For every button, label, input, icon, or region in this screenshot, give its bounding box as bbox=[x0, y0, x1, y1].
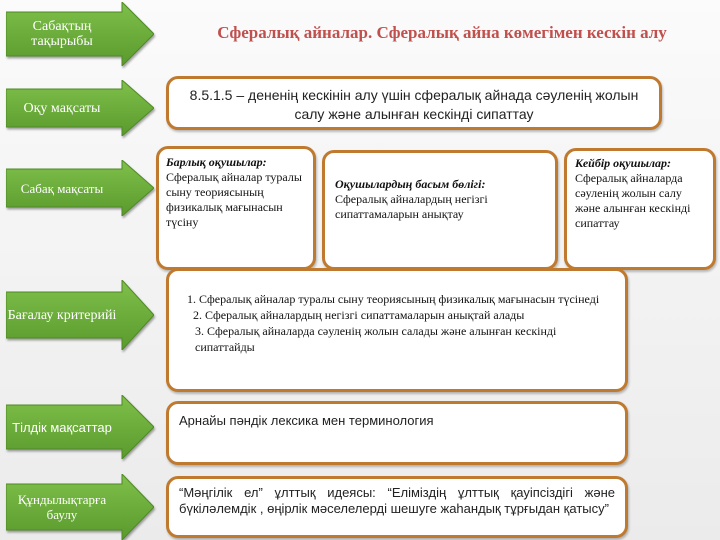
arrow-shape-icon bbox=[6, 474, 154, 540]
arrow-shape-icon bbox=[6, 395, 154, 459]
learning-goal-text: 8.5.1.5 – дененің кескінін алу үшін сфер… bbox=[189, 87, 639, 122]
criteria-arrow: Бағалау критерийі bbox=[6, 280, 154, 350]
learning-goal-arrow: Оқу мақсаты bbox=[6, 80, 154, 136]
lesson-goal-arrow: Сабақ мақсаты bbox=[6, 160, 154, 216]
topic-arrow: Сабақтың тақырыбы bbox=[6, 2, 154, 66]
values-label: Құндылықтарға баулу bbox=[17, 492, 107, 522]
arrow-shape-icon bbox=[6, 2, 154, 66]
arrow-shape-icon bbox=[6, 80, 154, 136]
goal-all-box: Барлық оқушылар: Сфералық айналар туралы… bbox=[156, 146, 316, 270]
language-goals-box: Арнайы пәндік лексика мен терминология bbox=[166, 401, 628, 465]
language-goals-label: Тілдік мақсаттар bbox=[12, 419, 112, 435]
page-title: Сфералық айналар. Сфералық айна көмегіме… bbox=[217, 23, 667, 42]
goal-some-text: Сфералық айналарда сәуленің жолын салу ж… bbox=[575, 171, 691, 230]
goal-most-text: Сфералық айналардың негізгі сипаттамалар… bbox=[335, 192, 488, 221]
goal-all-heading: Барлық оқушылар: bbox=[166, 155, 267, 169]
goal-some-box: Кейбір оқушылар: Сфералық айналарда сәул… bbox=[564, 148, 716, 270]
arrow-shape-icon bbox=[6, 160, 154, 216]
learning-goal-label: Оқу мақсаты bbox=[23, 100, 101, 116]
lesson-goal-label: Сабақ мақсаты bbox=[20, 180, 104, 196]
values-box: “Мәңгілік ел” ұлттық идеясы: “Еліміздің … bbox=[166, 476, 628, 538]
goal-all-text: Сфералық айналар туралы сыну теориясының… bbox=[166, 170, 302, 229]
values-text: “Мәңгілік ел” ұлттық идеясы: “Еліміздің … bbox=[179, 485, 615, 516]
topic-label: Сабақтың тақырыбы bbox=[31, 19, 93, 49]
criteria-item: 1. Сфералық айналар туралы сыну теориясы… bbox=[187, 292, 600, 306]
goal-most-box: Оқушылардың басым бөлігі: Сфералық айнал… bbox=[322, 150, 558, 270]
learning-goal-box: 8.5.1.5 – дененің кескінін алу үшін сфер… bbox=[166, 76, 662, 130]
values-arrow: Құндылықтарға баулу bbox=[6, 474, 154, 540]
criteria-label: Бағалау критерийі bbox=[7, 307, 117, 323]
arrow-shape-icon bbox=[6, 280, 154, 350]
goal-some-heading: Кейбір оқушылар: bbox=[575, 156, 672, 170]
criteria-item: 2. Сфералық айналардың негізгі сипаттама… bbox=[193, 308, 525, 322]
criteria-box: 1. Сфералық айналар туралы сыну теориясы… bbox=[166, 268, 628, 392]
language-goals-arrow: Тілдік мақсаттар bbox=[6, 395, 154, 459]
goal-most-heading: Оқушылардың басым бөлігі: bbox=[335, 177, 486, 191]
criteria-list: 1. Сфералық айналар туралы сыну теориясы… bbox=[187, 291, 615, 355]
language-goals-text: Арнайы пәндік лексика мен терминология bbox=[179, 413, 434, 428]
criteria-item: 3. Сфералық айналарда сәуленің жолын сал… bbox=[195, 324, 557, 354]
